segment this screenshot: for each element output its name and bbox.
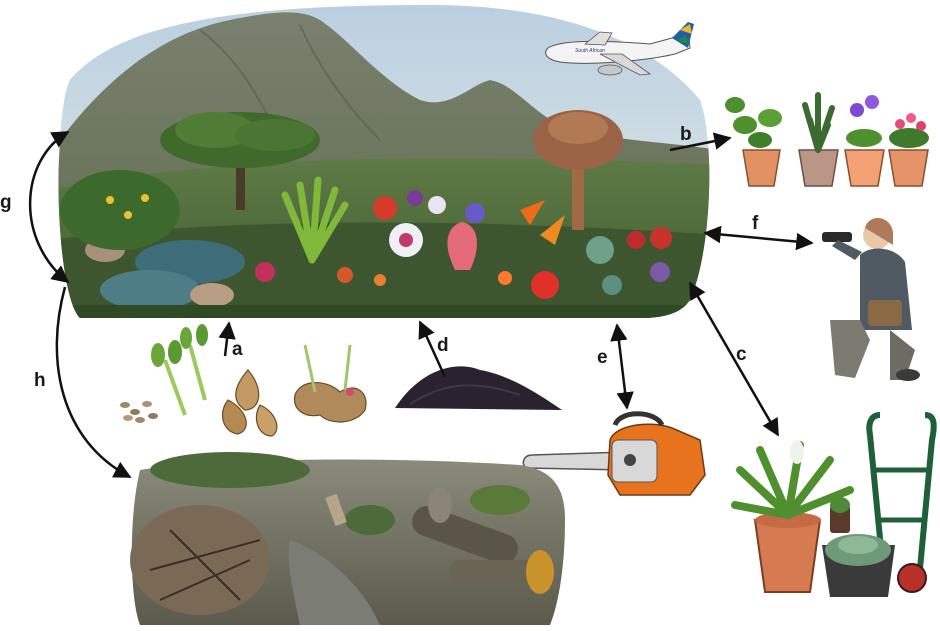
acacia-tree	[160, 112, 320, 210]
seeds-bulbs-cuttings	[120, 324, 367, 437]
chainsaw-illustration	[522, 411, 706, 496]
garden-waste-scene	[130, 452, 565, 625]
arrow-h	[55, 286, 132, 479]
arrow-g	[28, 130, 70, 284]
bromeliad-plant	[281, 176, 349, 264]
arrow-labels: a b c d e f g h	[0, 124, 759, 391]
label-b: b	[680, 124, 692, 145]
label-c: c	[736, 344, 747, 365]
arrow-b	[669, 132, 732, 152]
label-e: e	[597, 347, 608, 368]
airplane-illustration: South African	[545, 22, 694, 76]
pothos-pot	[725, 97, 782, 187]
label-d: d	[437, 335, 449, 356]
flow-arrows	[28, 130, 814, 479]
arrow-f	[703, 225, 814, 251]
seeds	[120, 401, 158, 423]
rhizomes	[293, 344, 367, 423]
label-h: h	[34, 370, 46, 391]
violet-pot	[844, 95, 885, 187]
label-a: a	[232, 339, 243, 360]
flower-bed	[255, 190, 672, 299]
logs	[412, 487, 554, 594]
arrow-a	[218, 321, 236, 357]
arrow-e	[610, 323, 634, 410]
cuttings	[151, 324, 208, 416]
soil-mound	[395, 366, 562, 410]
quiver-tree	[533, 110, 623, 230]
arrow-d	[418, 320, 447, 378]
photographer-illustration	[822, 217, 920, 381]
airline-text: South African	[575, 48, 605, 54]
label-f: f	[752, 213, 759, 234]
plants-and-trolley	[731, 412, 937, 597]
bulbs	[221, 369, 278, 437]
label-g: g	[0, 192, 12, 213]
potted-plants	[725, 92, 929, 187]
snake-plant-pot	[798, 92, 839, 187]
kalanchoe-pot	[888, 113, 929, 187]
arrow-c	[688, 281, 780, 437]
